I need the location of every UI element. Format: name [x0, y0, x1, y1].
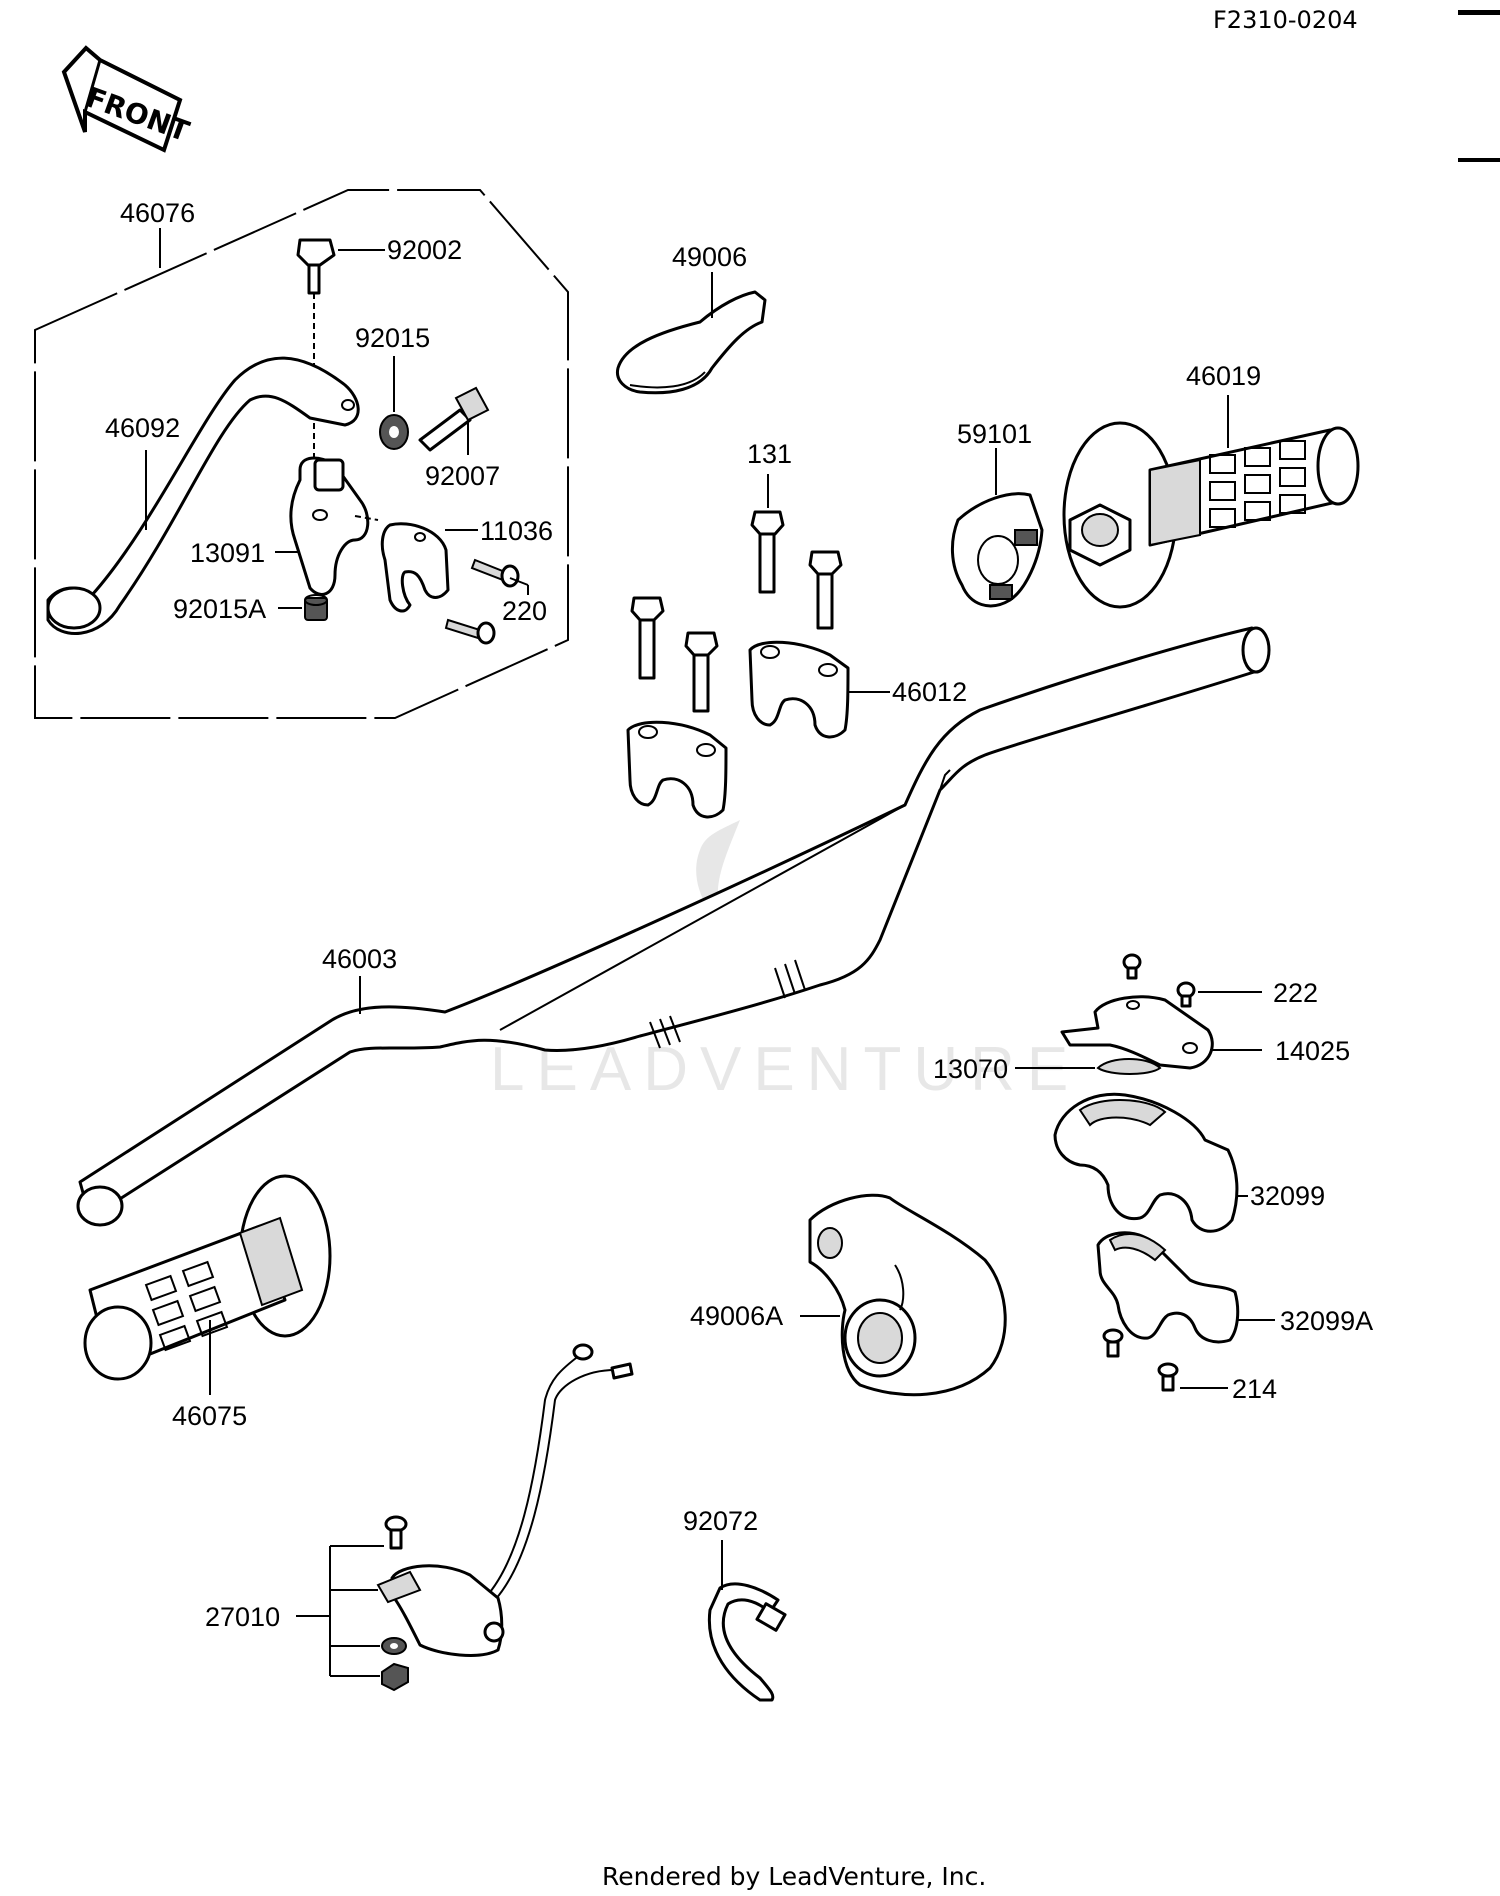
lever-46092: [46, 356, 360, 635]
throttle-cover-14025: [1060, 995, 1214, 1070]
label-13091: 13091: [190, 538, 265, 568]
screw-222-a: [1122, 953, 1142, 980]
label-49006A: 49006A: [690, 1301, 783, 1331]
throttle-housing-59101: [950, 492, 1044, 608]
adjuster-screw-92007: [418, 386, 490, 452]
nut-92015A: [304, 594, 328, 621]
nut-27010: [381, 1662, 409, 1692]
diagram-code: F2310-0204: [1213, 6, 1358, 34]
leadventure-watermark: LEADVENTURE: [490, 820, 1068, 1104]
screw-214-a: [1102, 1328, 1124, 1358]
label-46075: 46075: [172, 1401, 247, 1431]
screw-220-upper: [470, 558, 520, 588]
front-arrow-icon: FRONT: [61, 45, 193, 153]
label-46019: 46019: [1186, 361, 1261, 391]
bolt-92002: [296, 238, 336, 470]
screw-27010: [384, 1515, 408, 1550]
label-11036: 11036: [480, 516, 553, 546]
label-92015: 92015: [355, 323, 430, 353]
label-32099: 32099: [1250, 1181, 1325, 1211]
holder-46012-upper: [748, 640, 850, 739]
bolt-131-c: [630, 596, 665, 680]
edge-mark-top: [1458, 10, 1500, 15]
bolt-131-b: [808, 550, 843, 630]
clamp-11036: [380, 522, 450, 613]
label-59101: 59101: [957, 419, 1032, 449]
washer-27010: [381, 1637, 407, 1655]
kill-switch-27010: [376, 1343, 634, 1657]
cover-49006A: [808, 1193, 1007, 1397]
label-92015A: 92015A: [173, 594, 266, 624]
handlebar-knurl-center: [649, 959, 806, 1049]
edge-mark-middle: [1458, 158, 1500, 162]
handlebar-46003: [78, 626, 1267, 1220]
bolt-131-a: [750, 510, 785, 594]
label-220: 220: [502, 596, 547, 626]
handlebar-end-right: [1241, 626, 1271, 674]
label-92007: 92007: [425, 461, 500, 491]
screw-222-b: [1176, 981, 1196, 1008]
label-32099A: 32099A: [1280, 1306, 1373, 1336]
grip-46075: [83, 1174, 332, 1381]
grip-46019: [1062, 421, 1360, 609]
screw-220-lower: [444, 618, 496, 645]
label-222: 222: [1273, 978, 1318, 1008]
label-92072: 92072: [683, 1506, 758, 1536]
label-214: 214: [1232, 1374, 1277, 1404]
cover-49006: [615, 290, 767, 395]
holder-46012-lower: [626, 720, 728, 819]
label-46003: 46003: [322, 944, 397, 974]
label-49006: 49006: [672, 242, 747, 272]
lever-ball-end: [46, 586, 102, 630]
label-14025: 14025: [1275, 1036, 1350, 1066]
footer-credit: Rendered by LeadVenture, Inc.: [602, 1862, 986, 1891]
handlebar-end-left: [76, 1185, 124, 1227]
label-46012: 46012: [892, 677, 967, 707]
lever-assembly-boundary: [34, 189, 569, 719]
adjuster-nut-92015: [379, 414, 409, 450]
washer-13070: [1096, 1058, 1162, 1075]
label-46076: 46076: [120, 198, 195, 228]
label-92002: 92002: [387, 235, 462, 265]
throttle-case-32099A: [1096, 1231, 1240, 1344]
screw-214-b: [1157, 1362, 1179, 1392]
label-46092: 46092: [105, 413, 180, 443]
throttle-case-32099: [1053, 1092, 1239, 1233]
band-92072: [707, 1582, 780, 1702]
label-131: 131: [747, 439, 792, 469]
leader-27010: [296, 1545, 384, 1677]
bolt-131-d: [684, 631, 719, 713]
label-13070: 13070: [933, 1054, 1008, 1084]
label-27010: 27010: [205, 1602, 280, 1632]
